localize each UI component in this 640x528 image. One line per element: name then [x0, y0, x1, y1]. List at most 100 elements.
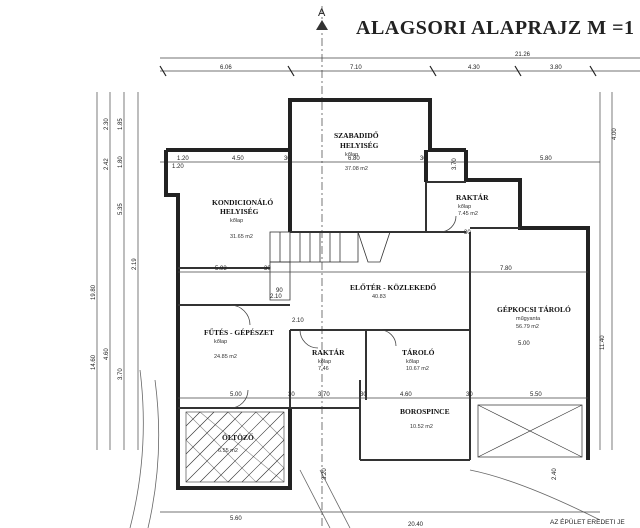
room-label: ÖLTÖZŐ	[222, 432, 254, 442]
room-futes: FŰTÉS - GÉPÉSZET kőlap 24.85 m2	[204, 327, 274, 360]
room-label: ELŐTÉR - KÖZLEKEDŐ	[350, 282, 436, 292]
dim-left-total: 19.80	[91, 284, 97, 300]
dim-left-9: 14.60	[91, 354, 97, 370]
door-swings	[229, 215, 457, 409]
room-label: KONDICIONÁLÓ	[212, 197, 273, 207]
dim-inner-b-4: 30	[360, 392, 367, 398]
room-area: 7.45 m2	[458, 211, 478, 217]
room-gepkocsi: GÉPKOCSI TÁROLÓ műgyanta 56.79 m2	[497, 304, 571, 330]
room-area: 10.67 m2	[406, 366, 429, 372]
room-area: 40.83	[372, 294, 386, 300]
section-arrow-icon	[316, 20, 328, 30]
room-label: FŰTÉS - GÉPÉSZET	[204, 327, 274, 337]
dim-left-2: 2.42	[104, 158, 110, 170]
dim-inner-b-7: 5.50	[530, 392, 542, 398]
dim-misc-3: 90	[276, 288, 283, 294]
room-area: 37.08 m2	[345, 166, 368, 172]
dim-inner-b-5: 4.60	[400, 392, 412, 398]
dim-inner-b-1: 5.00	[230, 392, 242, 398]
room-tarolo: TÁROLÓ kőlap 10.67 m2	[402, 347, 435, 372]
room-label: RAKTÁR	[312, 347, 345, 357]
dim-left-3: 1.85	[118, 118, 124, 130]
room-floor: kőlap	[406, 359, 419, 365]
stairs-symbol	[269, 231, 391, 301]
room-floor: műgyanta	[516, 316, 541, 322]
room-raktar-1: RAKTÁR kőlap 7.45 m2	[456, 192, 489, 217]
dim-misc-1: 3.70	[452, 158, 458, 170]
dim-left-5: 5.35	[118, 203, 124, 215]
top-dimension-chain: 21.26 6.06 7.10 4.30 3.80	[159, 52, 640, 77]
driveway-curves	[129, 369, 601, 528]
room-area: 7.46	[318, 366, 329, 372]
dim-bottom-2: 20.40	[408, 522, 424, 528]
footer-note: AZ ÉPÜLET EREDETI JE	[550, 517, 625, 526]
room-borospince: BOROSPINCE 10.52 m2	[400, 407, 450, 430]
dim-row2-4: 6.80	[348, 156, 360, 162]
dim-inner-a-1: 5.93	[215, 266, 227, 272]
inner-dimension-chain-a: 5.93 30 7.80	[178, 266, 588, 273]
room-area: 6.55 m2	[218, 448, 238, 454]
room-floor: kőlap	[345, 152, 358, 158]
dim-left-1: 2.30	[104, 118, 110, 130]
dim-row2-3: 30	[284, 156, 291, 162]
room-eloter: ELŐTÉR - KÖZLEKEDŐ 40.83	[350, 282, 436, 300]
room-area: 10.52 m2	[410, 424, 433, 430]
room-oltozo: ÖLTÖZŐ 6.55 m2	[218, 432, 254, 454]
room-label: BOROSPINCE	[400, 407, 450, 416]
room-label-line2: HELYISÉG	[340, 140, 379, 150]
bottom-dimension-chain: 5.60 20.40	[160, 511, 600, 528]
second-dimension-chain: 1.20 4.50 30 6.80 30 5.80	[160, 156, 600, 163]
dim-left-8: 3.70	[118, 368, 124, 380]
dim-top-seg-4: 3.80	[550, 65, 562, 71]
misc-dimensions: 3.70 2.10 90 2.10 3.20 2.40 5.00 1.20 30	[172, 158, 558, 480]
dim-misc-7: 5.00	[518, 341, 530, 347]
dim-top-total: 21.26	[515, 52, 531, 58]
inner-dimension-chain-b: 5.00 30 3.70 30 4.60 30 5.50	[178, 392, 588, 399]
room-kondicionalo: KONDICIONÁLÓ HELYISÉG kőlap 31.65 m2	[212, 197, 273, 240]
section-marker: A	[318, 7, 326, 19]
dim-row2-5: 30	[420, 156, 427, 162]
room-szabadido: SZABADIDŐ HELYISÉG kőlap 37.08 m2	[334, 130, 379, 172]
right-dimension-chain: 4.00 11.40	[599, 92, 618, 450]
dim-left-4: 1.80	[118, 156, 124, 168]
garage-ramp	[477, 404, 583, 458]
room-area: 24.85 m2	[214, 354, 237, 360]
dim-inner-a-2: 30	[264, 266, 271, 272]
room-label: SZABADIDŐ	[334, 130, 379, 140]
room-floor: kőlap	[230, 218, 243, 224]
dim-row2-6: 5.80	[540, 156, 552, 162]
dim-row2-2: 4.50	[232, 156, 244, 162]
dim-inner-a-3: 7.80	[500, 266, 512, 272]
dim-misc-6: 2.40	[552, 468, 558, 480]
dim-inner-b-6: 30	[466, 392, 473, 398]
dim-right-2: 11.40	[600, 335, 606, 350]
dim-inner-b-2: 30	[288, 392, 295, 398]
room-label: TÁROLÓ	[402, 347, 435, 357]
dim-row2-1: 1.20	[177, 156, 189, 162]
dim-top-seg-3: 4.30	[468, 65, 480, 71]
left-dimension-chain: 19.80 2.30 2.42 1.85 1.80 5.35 2.19 4.60…	[91, 92, 139, 450]
dim-misc-5: 3.20	[322, 468, 328, 480]
room-label-line2: HELYISÉG	[220, 206, 259, 216]
dim-left-6: 2.19	[132, 258, 138, 270]
dim-top-seg-2: 7.10	[350, 65, 362, 71]
dim-bottom-1: 5.60	[230, 516, 242, 522]
dim-left-7: 4.60	[104, 348, 110, 360]
room-area: 31.65 m2	[230, 234, 253, 240]
room-floor: kőlap	[318, 359, 331, 365]
room-label: GÉPKOCSI TÁROLÓ	[497, 304, 571, 314]
room-floor: kőlap	[458, 204, 471, 210]
dressing-room-tiles	[185, 411, 285, 483]
room-area: 56.79 m2	[516, 324, 539, 330]
dim-right-1: 4.00	[612, 128, 618, 140]
dim-misc-2: 2.10	[270, 294, 282, 300]
dim-misc-9: 30	[464, 230, 471, 236]
dim-misc-4: 2.10	[292, 318, 304, 324]
dim-misc-8: 1.20	[172, 164, 184, 170]
room-label: RAKTÁR	[456, 192, 489, 202]
dim-top-seg-1: 6.06	[220, 65, 232, 71]
room-raktar-2: RAKTÁR kőlap 7.46	[312, 347, 345, 372]
dim-inner-b-3: 3.70	[318, 392, 330, 398]
room-floor: kőlap	[214, 339, 227, 345]
